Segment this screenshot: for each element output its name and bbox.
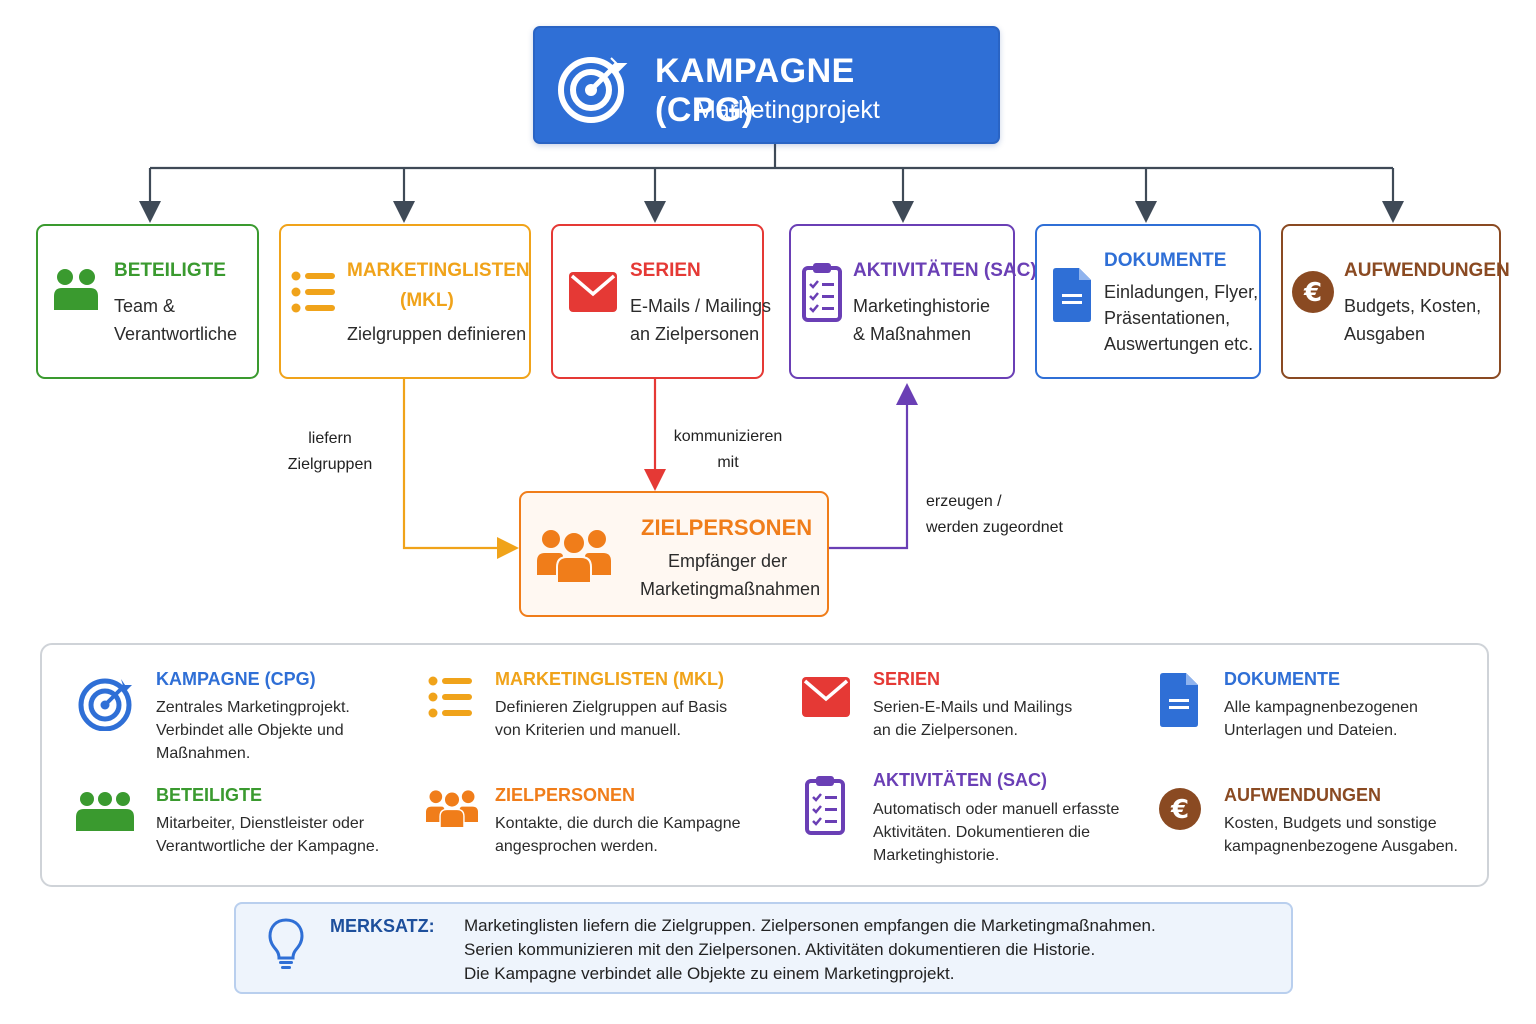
list-icon xyxy=(291,271,335,313)
document-icon xyxy=(1053,268,1091,322)
label-liefern-line-1: liefern xyxy=(308,430,352,447)
document-icon xyxy=(1160,673,1198,727)
svg-text:€: € xyxy=(1303,278,1322,308)
box-marketinglisten: MARKETINGLISTEN (MKL) Zielgruppen defini… xyxy=(279,224,531,379)
legend-sac-line-3: Marketinghistorie. xyxy=(873,847,1000,864)
box-aktivitaeten: AKTIVITÄTEN (SAC) Marketinghistorie & Ma… xyxy=(789,224,1037,379)
legend-mkl-line-1: Definieren Zielgruppen auf Basis xyxy=(495,699,728,716)
euro-icon: € xyxy=(1292,271,1334,313)
legend-beteiligte-line-1: Mitarbeiter, Dienstleister oder xyxy=(156,815,365,832)
legend-dokumente-title: DOKUMENTE xyxy=(1224,669,1340,689)
legend-sac-line-2: Aktivitäten. Dokumentieren die xyxy=(873,824,1090,841)
box-aufwendungen: € AUFWENDUNGEN Budgets, Kosten, Ausgaben xyxy=(1281,224,1510,379)
serien-title: SERIEN xyxy=(630,260,701,281)
aufwendungen-line-1: Budgets, Kosten, xyxy=(1344,296,1482,316)
sac-line-1: Marketinghistorie xyxy=(853,296,991,316)
envelope-icon xyxy=(802,677,850,717)
label-erzeugen-line-2: werden zugeordnet xyxy=(926,519,1063,536)
legend-mkl-title: MARKETINGLISTEN (MKL) xyxy=(495,669,724,689)
legend-kampagne-line-2: Verbindet alle Objekte und xyxy=(156,722,344,739)
merksatz-line-3: Die Kampagne verbindet alle Objekte zu e… xyxy=(464,964,955,983)
lightbulb-icon xyxy=(268,918,304,969)
legend-beteiligte-line-2: Verantwortliche der Kampagne. xyxy=(156,838,380,855)
sac-title: AKTIVITÄTEN (SAC) xyxy=(853,260,1037,281)
target-icon xyxy=(78,678,132,731)
sac-line-2: & Maßnahmen xyxy=(853,324,972,344)
legend-aufwendungen-line-1: Kosten, Budgets und sonstige xyxy=(1224,815,1437,832)
label-liefern-line-2: Zielgruppen xyxy=(287,456,373,473)
list-icon xyxy=(428,676,472,718)
legend-zielpersonen-line-1: Kontakte, die durch die Kampagne xyxy=(495,815,741,832)
beteiligte-line-1: Team & xyxy=(114,296,176,316)
envelope-icon xyxy=(569,272,617,312)
label-kommunizieren-line-2: mit xyxy=(717,454,739,471)
beteiligte-line-2: Verantwortliche xyxy=(114,324,238,344)
legend-sac-line-1: Automatisch oder manuell erfasste xyxy=(873,801,1120,818)
label-liefern: liefern Zielgruppen xyxy=(270,426,390,478)
legend-dokumente-line-1: Alle kampagnenbezogenen xyxy=(1224,699,1418,716)
mkl-title: MARKETINGLISTEN xyxy=(347,260,530,281)
legend-serien-line-2: an die Zielpersonen. xyxy=(873,722,1018,739)
legend-sac-title: AKTIVITÄTEN (SAC) xyxy=(873,770,1047,790)
label-kommunizieren: kommunizieren mit xyxy=(664,424,792,476)
dokumente-line-2: Präsentationen, xyxy=(1104,308,1231,328)
merksatz-label: MERKSATZ: xyxy=(330,916,435,936)
mkl-title-2: (MKL) xyxy=(400,290,454,311)
zielpersonen-title: ZIELPERSONEN xyxy=(641,515,813,540)
people-icon xyxy=(76,792,134,831)
aufwendungen-line-2: Ausgaben xyxy=(1344,324,1426,344)
target-icon xyxy=(558,57,628,123)
dokumente-line-3: Auswertungen etc. xyxy=(1104,334,1254,354)
box-serien: SERIEN E-Mails / Mailings an Zielpersone… xyxy=(551,224,771,379)
zielpersonen-line-2: Marketingmaßnahmen xyxy=(640,579,821,599)
legend-kampagne-line-1: Zentrales Marketingprojekt. xyxy=(156,699,350,716)
legend-mkl-line-2: von Kriterien und manuell. xyxy=(495,722,681,739)
serien-line-1: E-Mails / Mailings xyxy=(630,296,772,316)
label-erzeugen-line-1: erzeugen / xyxy=(926,493,1002,510)
legend-beteiligte-title: BETEILIGTE xyxy=(156,785,263,805)
legend-zielpersonen-title: ZIELPERSONEN xyxy=(495,785,636,805)
clipboard-icon xyxy=(802,263,842,322)
header-subtitle: Marketingprojekt xyxy=(695,96,880,124)
legend-kampagne-title: KAMPAGNE (CPG) xyxy=(156,669,316,689)
legend-zielpersonen-line-2: angesprochen werden. xyxy=(495,838,658,855)
label-kommunizieren-line-1: kommunizieren xyxy=(673,428,783,445)
arrow-zielpersonen-sac xyxy=(829,383,918,550)
merksatz-line-2: Serien kommunizieren mit den Zielpersone… xyxy=(464,940,1096,959)
svg-text:€: € xyxy=(1170,795,1189,825)
header-title: KAMPAGNE (CPG) xyxy=(655,52,855,129)
euro-icon: € xyxy=(1159,788,1201,830)
legend-kampagne-line-3: Maßnahmen. xyxy=(156,745,251,762)
label-erzeugen: erzeugen / werden zugeordnet xyxy=(926,489,1063,541)
people-icon xyxy=(54,269,98,310)
legend-dokumente-line-2: Unterlagen und Dateien. xyxy=(1224,722,1398,739)
box-dokumente: DOKUMENTE Einladungen, Flyer, Präsentati… xyxy=(1035,224,1261,379)
box-beteiligte: BETEILIGTE Team & Verantwortliche xyxy=(36,224,259,379)
clipboard-icon xyxy=(805,776,845,835)
people-group-icon xyxy=(426,790,478,829)
aufwendungen-title: AUFWENDUNGEN xyxy=(1344,260,1510,281)
arrow-mkl-zielpersonen xyxy=(402,379,519,559)
dokumente-line-1: Einladungen, Flyer, xyxy=(1104,282,1259,302)
legend-panel: KAMPAGNE (CPG) Zentrales Marketingprojek… xyxy=(40,643,1489,887)
beteiligte-title: BETEILIGTE xyxy=(114,260,226,281)
mkl-line-1: Zielgruppen definieren xyxy=(347,324,527,344)
merksatz-line-1: Marketinglisten liefern die Zielgruppen.… xyxy=(464,916,1156,935)
legend-serien-line-1: Serien-E-Mails und Mailings xyxy=(873,699,1073,716)
serien-line-2: an Zielpersonen xyxy=(630,324,760,344)
legend-aufwendungen-title: AUFWENDUNGEN xyxy=(1224,785,1381,805)
legend-aufwendungen-line-2: kampagnenbezogene Ausgaben. xyxy=(1224,838,1458,855)
zielpersonen-line-1: Empfänger der xyxy=(668,551,788,571)
people-group-icon xyxy=(537,530,611,583)
kampagne-header-box: KAMPAGNE (CPG) Marketingprojekt xyxy=(533,26,1000,144)
merksatz-text: Marketinglisten liefern die Zielgruppen.… xyxy=(464,914,1156,986)
box-zielpersonen: ZIELPERSONEN Empfänger der Marketingmaßn… xyxy=(519,491,829,617)
dokumente-title: DOKUMENTE xyxy=(1104,250,1227,271)
merksatz-box: MERKSATZ: Marketinglisten liefern die Zi… xyxy=(234,902,1293,994)
legend-serien-title: SERIEN xyxy=(873,669,941,689)
